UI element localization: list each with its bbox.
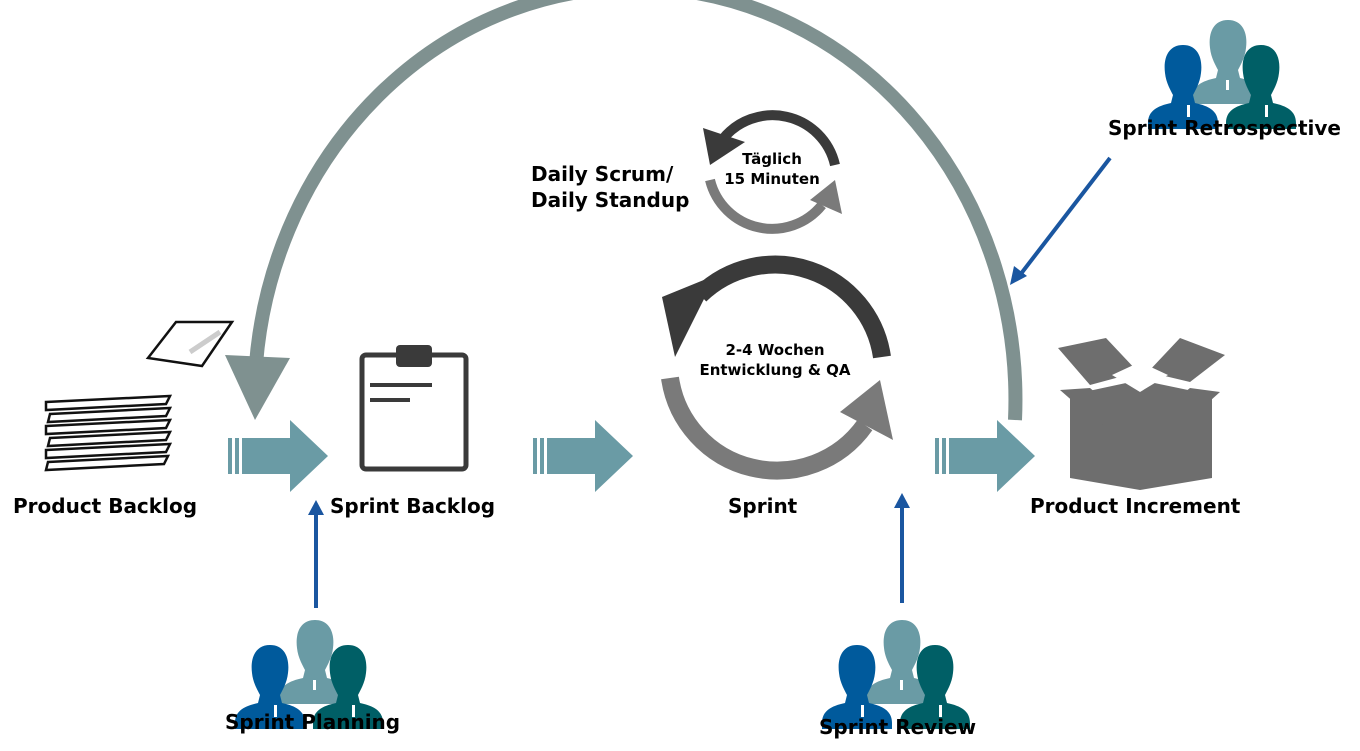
sprint-label: Sprint [728,494,798,518]
daily-cycle-line1: Täglich [742,150,802,168]
sprint-cycle-line2: Entwicklung & QA [699,361,851,379]
feedback-arc [248,0,1023,421]
sprint-planning-label: Sprint Planning [225,710,401,734]
sprint-review-label: Sprint Review [819,715,977,739]
sprint-cycle-top-arrowhead [662,275,716,357]
papers-icon [44,320,235,472]
flow-arrow-1 [228,420,328,492]
daily-cycle-top-arc [718,110,840,167]
product-backlog-label: Product Backlog [13,494,198,518]
daily-scrum-label-line1: Daily Scrum/ [531,162,674,186]
daily-cycle-bottom-arrowhead [810,180,842,214]
daily-cycle-line2: 15 Minuten [724,170,820,188]
sprint-cycle-bottom-arrowhead [840,380,893,440]
flow-arrow-2 [533,420,633,492]
product-increment-label: Product Increment [1030,494,1241,518]
sprint-backlog-label: Sprint Backlog [330,494,496,518]
box-icon [1058,338,1225,490]
sprint-retrospective-label: Sprint Retrospective [1108,116,1341,140]
sprint-cycle-top-arc [693,255,891,359]
sprint-review-people-icon [822,620,970,729]
daily-cycle-text: Täglich 15 Minuten [712,149,832,189]
sprint-retrospective-people-icon [1148,20,1296,129]
clipboard-icon [359,345,469,472]
sprint-cycle-text: 2-4 Wochen Entwicklung & QA [680,340,870,380]
flow-arrow-3 [935,420,1035,492]
sprint-cycle-line1: 2-4 Wochen [725,341,825,359]
feedback-arrowhead [225,355,290,420]
daily-cycle-bottom-arc [705,178,826,234]
daily-cycle-top-arrowhead [703,128,745,165]
daily-scrum-label-line2: Daily Standup [531,188,690,212]
sprint-cycle-bottom-arc [661,376,873,480]
